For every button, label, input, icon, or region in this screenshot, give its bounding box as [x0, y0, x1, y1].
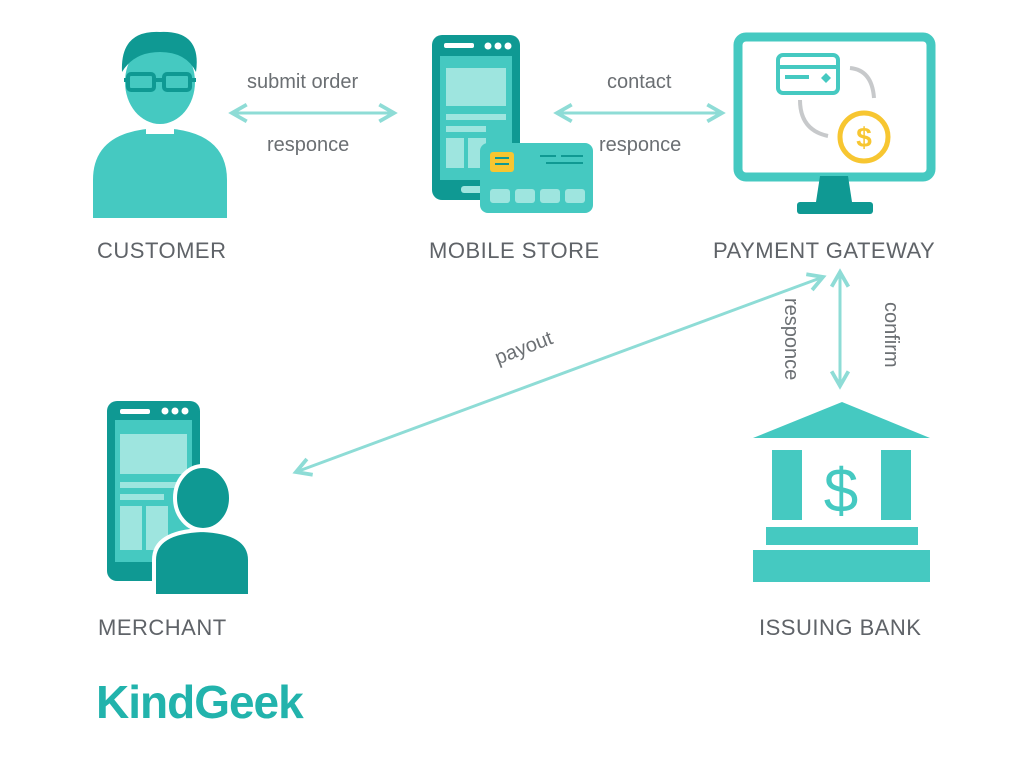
- payment-gateway-icon: $: [733, 32, 936, 214]
- edge-label-submit-order: submit order: [247, 71, 359, 93]
- mobile-store-label: MOBILE STORE: [429, 238, 600, 263]
- issuing-bank-icon: $: [753, 402, 930, 582]
- issuing-bank-label: ISSUING BANK: [759, 615, 922, 640]
- edge-label-confirm: confirm: [880, 302, 902, 368]
- edge-label-gateway-responce: responce: [599, 134, 682, 156]
- customer-label: CUSTOMER: [97, 238, 227, 263]
- edge-label-customer-responce: responce: [267, 134, 350, 156]
- kindgeek-logo: KindGeek: [96, 676, 304, 728]
- svg-text:$: $: [856, 122, 872, 153]
- logo-swoosh: [99, 702, 283, 714]
- payment-gateway-label: PAYMENT GATEWAY: [713, 238, 936, 263]
- merchant-label: MERCHANT: [98, 615, 227, 640]
- merchant-icon: [107, 401, 252, 598]
- customer-icon: [93, 31, 227, 218]
- arrow-gateway-merchant: [292, 272, 827, 477]
- credit-card-icon: [480, 143, 593, 213]
- edge-label-bank-responce: responce: [780, 298, 802, 381]
- edge-label-contact: contact: [607, 71, 672, 93]
- svg-text:$: $: [824, 457, 858, 526]
